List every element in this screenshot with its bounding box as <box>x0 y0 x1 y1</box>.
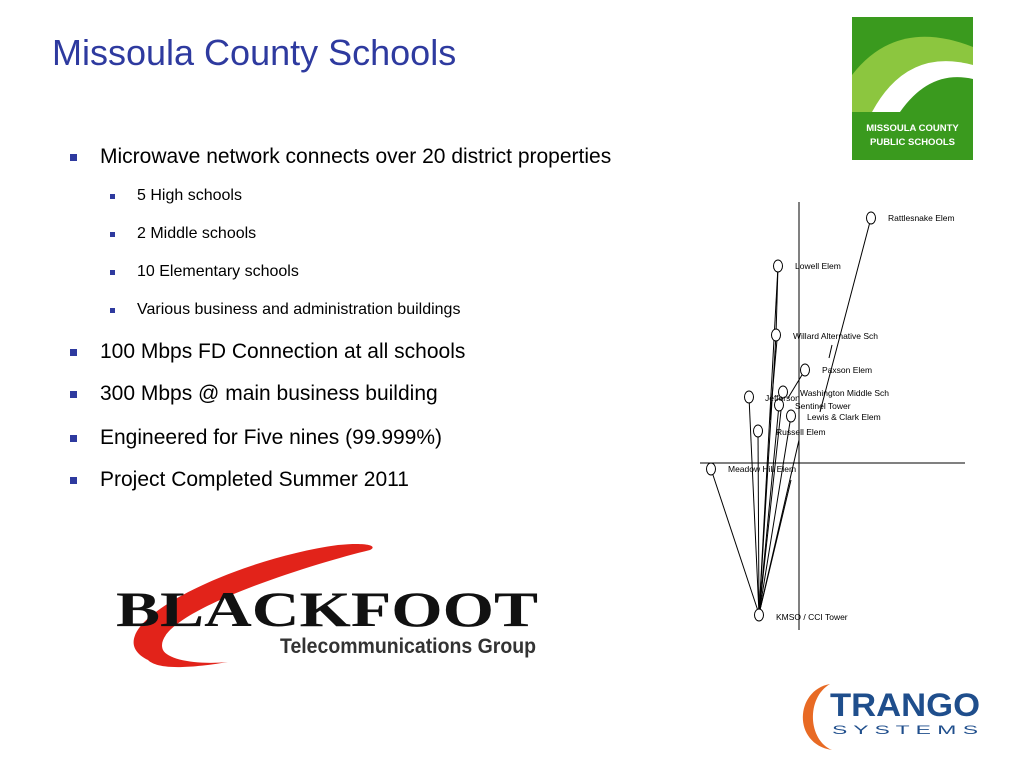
bullet-item: Microwave network connects over 20 distr… <box>70 145 612 169</box>
bullet-text: Various business and administration buil… <box>137 301 461 318</box>
slide-title: Missoula County Schools <box>52 32 457 73</box>
link-willard-tick <box>828 344 833 359</box>
bullet-marker <box>70 349 77 356</box>
mcps-logo-band <box>852 112 973 160</box>
link-willard-down <box>769 339 778 421</box>
bullet-marker <box>70 391 77 398</box>
sub-bullet-item: 2 Middle schools <box>110 225 257 243</box>
bullet-item: 100 Mbps FD Connection at all schools <box>70 340 466 364</box>
node-meadow-hill <box>706 462 716 476</box>
label-lowell: Lowell Elem <box>795 261 841 271</box>
label-russell: Russell Elem <box>776 427 826 437</box>
bullet-marker <box>70 477 77 484</box>
bullet-item: 300 Mbps @ main business building <box>70 382 438 406</box>
blackfoot-subtitle: Telecommunications Group <box>280 635 536 658</box>
link-meadow-hill <box>710 468 760 615</box>
bullet-text: Microwave network connects over 20 distr… <box>100 145 612 168</box>
bullet-marker <box>110 270 115 275</box>
mcps-logo-line2: PUBLIC SCHOOLS <box>870 137 955 148</box>
blackfoot-wordmark: BLACKFOOT <box>116 581 538 637</box>
bullet-marker <box>110 194 115 199</box>
trango-subtitle: S Y S T E M S <box>832 723 978 737</box>
node-jefferson <box>744 390 754 404</box>
bullet-text: Project Completed Summer 2011 <box>100 468 409 491</box>
bullet-text: 100 Mbps FD Connection at all schools <box>100 340 466 363</box>
bullet-text: 5 High schools <box>137 187 242 204</box>
bullet-text: 300 Mbps @ main business building <box>100 382 438 405</box>
link-lewis-clark <box>758 415 792 615</box>
bullet-text: 10 Elementary schools <box>137 263 299 280</box>
label-meadow-hill: Meadow Hill Elem <box>728 464 796 474</box>
bullet-marker <box>110 308 115 313</box>
link-russell <box>757 430 760 615</box>
blackfoot-swoosh <box>133 543 373 668</box>
blackfoot-logo: BLACKFOOT Telecommunications Group <box>116 543 538 668</box>
sub-bullet-item: 5 High schools <box>110 187 242 205</box>
label-rattlesnake: Rattlesnake Elem <box>888 213 955 223</box>
bullet-list: Microwave network connects over 20 distr… <box>0 0 700 520</box>
link-kmso-extra <box>758 479 792 615</box>
bullet-marker <box>70 154 77 161</box>
network-diagram: Rattlesnake Elem Lowell Elem Willard Alt… <box>700 202 965 630</box>
label-washington: Washington Middle Sch <box>800 388 889 398</box>
label-jefferson: Jefferson <box>765 393 800 403</box>
label-willard: Willard Alternative Sch <box>793 331 878 341</box>
bullet-text: Engineered for Five nines (99.999%) <box>100 426 443 449</box>
node-washington <box>778 385 788 399</box>
link-rattlesnake <box>819 217 872 413</box>
node-willard <box>771 328 781 342</box>
node-kmso <box>754 608 764 622</box>
bullet-marker <box>70 435 77 442</box>
bullet-item: Engineered for Five nines (99.999%) <box>70 426 443 450</box>
link-jefferson <box>748 396 760 615</box>
sub-bullet-item: 10 Elementary schools <box>110 263 299 281</box>
trango-logo: TRANGO S Y S T E M S <box>802 684 980 750</box>
bullet-marker <box>110 232 115 237</box>
trango-wordmark: TRANGO <box>830 687 980 723</box>
link-lowell-willard <box>775 265 779 336</box>
node-sentinel <box>774 398 784 412</box>
bullet-text: 2 Middle schools <box>137 225 257 242</box>
node-paxson <box>800 363 810 377</box>
link-sentinel <box>758 404 780 615</box>
sub-bullet-item: Various business and administration buil… <box>110 301 461 319</box>
node-rattlesnake <box>866 211 876 225</box>
label-lewis-clark: Lewis & Clark Elem <box>807 412 881 422</box>
mcps-logo: MISSOULA COUNTY PUBLIC SCHOOLS <box>852 17 973 160</box>
mcps-logo-arch-core <box>900 77 973 112</box>
node-lewis-clark <box>786 409 796 423</box>
label-sentinel: Sentinel Tower <box>795 401 851 411</box>
trango-swoosh <box>802 684 832 750</box>
label-kmso: KMSO / CCI Tower <box>776 612 848 622</box>
network-nodes <box>706 211 876 622</box>
node-russell <box>753 424 763 438</box>
bullet-item: Project Completed Summer 2011 <box>70 468 409 492</box>
mcps-logo-line1: MISSOULA COUNTY <box>866 123 959 134</box>
microwave-links <box>710 265 800 615</box>
label-paxson: Paxson Elem <box>822 365 872 375</box>
node-lowell <box>773 259 783 273</box>
